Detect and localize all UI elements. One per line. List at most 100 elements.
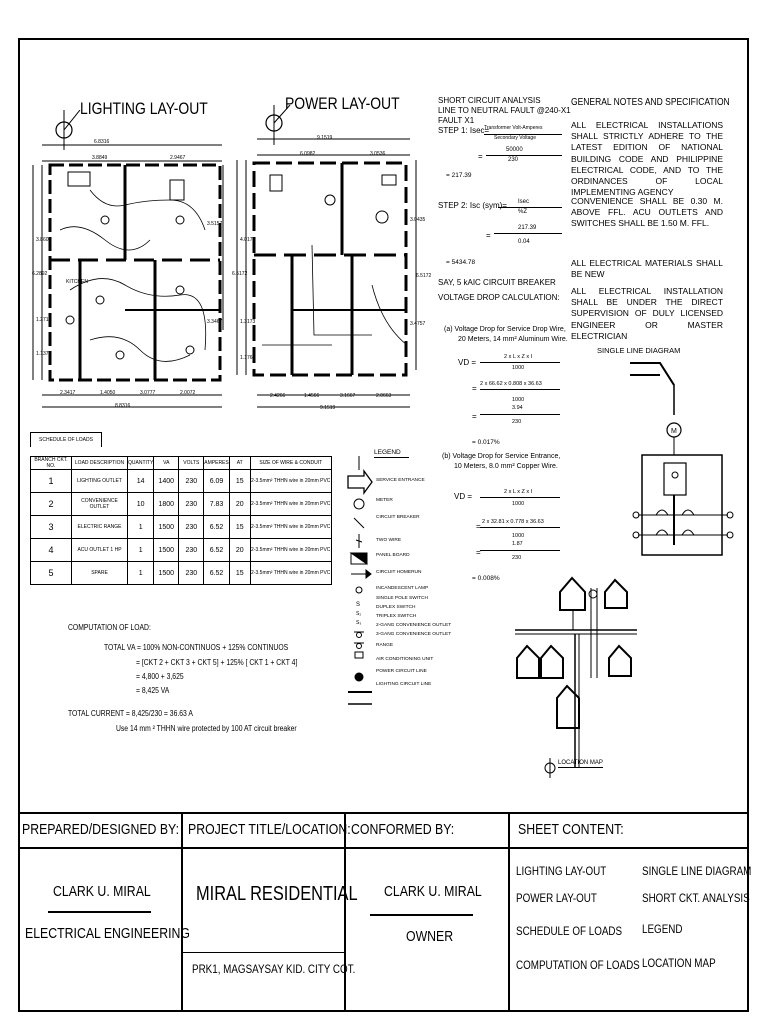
sheet-content-item: SCHEDULE OF LOADS — [516, 924, 623, 938]
schedule-title: SCHEDULE OF LOADS — [30, 432, 102, 447]
power-dim-top-left: 6.0982 — [300, 151, 316, 157]
cell: 1800 — [153, 492, 180, 516]
sc-step2: STEP 2: Isc (sym)= — [438, 201, 507, 210]
vd-label: VD = — [454, 492, 473, 501]
general-note: ALL ELECTRICAL MATERIALS SHALL BE NEW — [571, 258, 723, 280]
legend-item: SINGLE POLE SWITCH — [376, 596, 428, 601]
vd-frac-den: 1000 — [512, 533, 525, 539]
table-row: 3 ELECTRIC RANGE 1 1500 230 6.52 15 2-3.… — [30, 515, 332, 539]
legend-item: CIRCUIT HOMERUN — [376, 570, 422, 575]
prepared-by-label: PREPARED/DESIGNED BY: — [22, 821, 179, 838]
cell: 230 — [178, 561, 205, 585]
sheet-content-item: SHORT CKT. ANALYSIS — [642, 891, 750, 905]
schedule-header: AMPERES — [203, 456, 230, 470]
vd-frac-den: 1000 — [512, 365, 525, 371]
power-layout-plan — [236, 105, 417, 408]
cell: 20 — [228, 492, 251, 516]
power-dim-left-4: 1.1766 — [240, 355, 256, 361]
vd-frac-den: 1000 — [512, 501, 525, 507]
location-map-title: LOCATION MAP — [558, 760, 603, 768]
general-notes-title: GENERAL NOTES AND SPECIFICATION — [571, 97, 730, 108]
cell: 14 — [126, 469, 155, 493]
sc-frac-num: Isec — [518, 199, 530, 205]
cell: 6.09 — [203, 469, 230, 493]
sc-frac-num: Transformer Volt-Amperes — [484, 125, 543, 131]
lighting-dim-right-1: 3.5157 — [207, 221, 223, 227]
legend-title: LEGEND — [374, 449, 409, 459]
lighting-dim-bottom-2: 1.4050 — [100, 390, 116, 396]
designer-name: CLARK U. MIRAL — [53, 883, 151, 900]
cell: SPARE — [71, 561, 128, 585]
project-title: MIRAL RESIDENTIAL — [196, 883, 358, 905]
vd-frac-num: 1.87 — [512, 541, 523, 547]
cell: 6.52 — [203, 538, 230, 562]
sc-result: = 217.39 — [446, 172, 472, 179]
cell: 5 — [30, 561, 72, 585]
sheet-content-item: SINGLE LINE DIAGRAM — [642, 864, 752, 878]
legend-item: CIRCUIT BREAKER — [376, 515, 420, 520]
general-note: ALL ELECTRICAL INSTALLATIONS SHALL STRIC… — [571, 120, 723, 198]
cell: 1500 — [153, 515, 180, 539]
owner-name: CLARK U. MIRAL — [384, 883, 482, 900]
lighting-dim-bottom-4: 2.0072 — [180, 390, 196, 396]
sc-frac-den: Secondary Voltage — [494, 135, 536, 141]
computation-line: = 8,425 VA — [136, 686, 170, 695]
lighting-dim-top-right: 2.9467 — [170, 155, 186, 161]
lighting-dim-left-3: 1.2712 — [36, 317, 52, 323]
svg-text:S₃: S₃ — [356, 620, 361, 626]
sc-frac-den: 0.04 — [518, 239, 530, 245]
computation-line: = 4,800 + 3,625 — [136, 672, 184, 681]
legend-item: TRIPLEX SWITCH — [376, 614, 417, 619]
legend-item: TWO WIRE — [376, 538, 402, 543]
project-title-label: PROJECT TITLE/LOCATION: — [188, 821, 351, 838]
cell: 1500 — [153, 538, 180, 562]
lighting-room-kitchen: KITCHEN — [66, 279, 88, 285]
location-map — [515, 576, 637, 778]
lighting-dim-left-4: 1.1374 — [36, 351, 52, 357]
cell: 6.52 — [203, 561, 230, 585]
power-dim-bottom-total: 9.1519 — [320, 405, 336, 411]
lighting-dim-bottom-3: 3.0777 — [140, 390, 156, 396]
general-note: CONVENIENCE SHALL BE 0.30 M. ABOVE FFL. … — [571, 196, 723, 229]
sc-line: VOLTAGE DROP CALCULATION: — [438, 293, 560, 302]
lighting-dim-bottom-total: 8.8316 — [115, 403, 131, 409]
power-dim-left-3: 1.3173 — [240, 319, 256, 325]
vd-frac-num: 2 x L x Z x I — [504, 489, 533, 495]
cell: 1 — [126, 515, 155, 539]
cell: 2-3.5mm² THHN wire in 20mm PVC — [249, 561, 332, 585]
lighting-dim-top-total: 6.8316 — [94, 139, 110, 145]
lighting-dim-top-left: 3.8849 — [92, 155, 108, 161]
power-dim-left-1: 4.0173 — [240, 237, 256, 243]
cell: 230 — [178, 515, 205, 539]
lighting-dim-bottom-1: 2.3417 — [60, 390, 76, 396]
table-row: 5 SPARE 1 1500 230 6.52 15 2-3.5mm² THHN… — [30, 561, 332, 585]
cell: 1 — [30, 469, 72, 493]
cell: 3 — [30, 515, 72, 539]
legend-item: AIR CONDITIONING UNIT — [376, 657, 434, 662]
designer-role: ELECTRICAL ENGINEERING — [25, 925, 190, 942]
sc-frac-num: 50000 — [506, 147, 523, 153]
cell: 230 — [178, 492, 205, 516]
svg-text:S: S — [356, 602, 360, 608]
cell: 2-3.5mm² THHN wire in 20mm PVC — [249, 538, 332, 562]
schedule-header: SIZE OF WIRE & CONDUIT — [249, 456, 332, 470]
svg-text:S₂: S₂ — [356, 611, 361, 617]
owner-role: OWNER — [406, 928, 454, 945]
sc-eq: = — [486, 231, 491, 240]
power-dim-bottom-1: 2.4266 — [270, 393, 286, 399]
schedule-of-loads-table: BRANCH CKT. NO. LOAD DESCRIPTION QUANTIT… — [30, 456, 332, 585]
vd-result: = 0.017% — [472, 439, 500, 446]
computation-line: Use 14 mm ² THHN wire protected by 100 A… — [116, 724, 297, 733]
legend-item: LIGHTING CIRCUIT LINE — [376, 682, 432, 687]
legend-item: POWER CIRCUIT LINE — [376, 669, 427, 674]
power-layout-title: POWER LAY-OUT — [285, 94, 400, 113]
schedule-header: BRANCH CKT. NO. — [30, 456, 72, 470]
power-dim-bottom-3: 3.1667 — [340, 393, 356, 399]
power-dim-bottom-4: 2.0663 — [376, 393, 392, 399]
power-dim-bottom-2: 1.4566 — [304, 393, 320, 399]
legend-item: RANGE — [376, 643, 394, 648]
sheet-content-item: LEGEND — [642, 922, 683, 936]
sc-frac-num: 217.39 — [518, 225, 537, 231]
legend-item: PANEL BOARD — [376, 553, 410, 558]
cell: 1 — [126, 561, 155, 585]
